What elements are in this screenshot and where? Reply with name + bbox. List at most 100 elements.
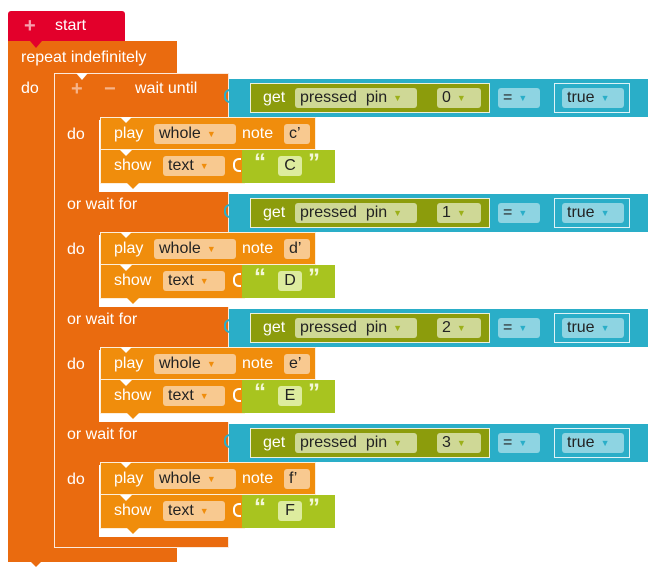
chevron-down-icon: ▼	[600, 323, 610, 333]
boolean-dropdown[interactable]: true▼	[562, 88, 624, 108]
input-connector	[224, 319, 232, 333]
sensor-block[interactable]: get pressed pin▼ 0▼	[250, 83, 490, 113]
boolean-block[interactable]: true▼	[554, 313, 630, 343]
show-label: show	[114, 272, 152, 289]
text-block[interactable]: “ D ”	[242, 265, 335, 298]
play-note-block[interactable]: play whole▼ note d’	[100, 232, 316, 265]
note-field[interactable]: e’	[284, 354, 310, 374]
do-label-1: do	[67, 126, 85, 143]
play-note-block[interactable]: play whole▼ note e’	[100, 347, 316, 380]
start-block[interactable]: + start	[8, 11, 125, 41]
play-top-notch	[120, 232, 132, 238]
boolean-dropdown[interactable]: true▼	[562, 318, 624, 338]
sensor-block[interactable]: get pressed pin▼ 2▼	[250, 313, 490, 343]
note-field[interactable]: d’	[284, 239, 310, 259]
text-field[interactable]: D	[278, 271, 302, 291]
show-type-dropdown[interactable]: text▼	[163, 501, 225, 521]
get-label: get	[263, 434, 286, 451]
note-label: note	[242, 125, 274, 142]
show-type-dropdown[interactable]: text▼	[163, 156, 225, 176]
play-note-block[interactable]: play whole▼ note f’	[100, 462, 316, 495]
get-label: get	[263, 89, 286, 106]
plus-icon[interactable]: +	[24, 15, 36, 37]
show-type-dropdown[interactable]: text▼	[163, 271, 225, 291]
operator-dropdown[interactable]: =▼	[498, 88, 540, 108]
chevron-down-icon: ▼	[206, 129, 216, 139]
input-connector	[233, 158, 241, 172]
boolean-dropdown[interactable]: true▼	[562, 203, 624, 223]
duration-dropdown[interactable]: whole▼	[154, 469, 236, 489]
close-quote-icon: ”	[308, 149, 320, 176]
close-quote-icon: ”	[308, 494, 320, 521]
minus-icon[interactable]: −	[104, 78, 116, 100]
pin-dropdown[interactable]: 3▼	[437, 433, 481, 453]
play-top-notch	[120, 347, 132, 353]
close-quote-icon: ”	[308, 264, 320, 291]
duration-dropdown[interactable]: whole▼	[154, 239, 236, 259]
input-connector	[224, 204, 232, 218]
sensor-block[interactable]: get pressed pin▼ 3▼	[250, 428, 490, 458]
text-field[interactable]: E	[278, 386, 302, 406]
or-wait-for-label-3: or wait for	[67, 426, 138, 443]
duration-dropdown[interactable]: whole▼	[154, 354, 236, 374]
operator-dropdown[interactable]: =▼	[498, 318, 540, 338]
chevron-down-icon: ▼	[199, 161, 209, 171]
chevron-down-icon: ▼	[199, 276, 209, 286]
text-field[interactable]: C	[278, 156, 302, 176]
show-bottom-notch	[127, 298, 139, 304]
text-block[interactable]: “ F ”	[242, 495, 335, 528]
text-field[interactable]: F	[278, 501, 302, 521]
input-connector	[233, 388, 241, 402]
input-connector	[233, 503, 241, 517]
play-top-notch	[120, 462, 132, 468]
pin-dropdown[interactable]: 1▼	[437, 203, 481, 223]
boolean-block[interactable]: true▼	[554, 428, 630, 458]
chevron-down-icon: ▼	[199, 391, 209, 401]
text-block[interactable]: “ E ”	[242, 380, 335, 413]
or-wait-for-label-2: or wait for	[67, 311, 138, 328]
show-block[interactable]: show text▼	[100, 380, 245, 414]
do-label-2: do	[67, 241, 85, 258]
or-wait-for-label-1: or wait for	[67, 196, 138, 213]
boolean-block[interactable]: true▼	[554, 83, 630, 113]
open-quote-icon: “	[254, 379, 266, 406]
plus-icon[interactable]: +	[71, 78, 83, 100]
operator-dropdown[interactable]: =▼	[498, 203, 540, 223]
note-field[interactable]: f’	[284, 469, 310, 489]
play-label: play	[114, 125, 144, 142]
repeat-bottom-connector	[30, 561, 42, 567]
show-bottom-notch	[127, 413, 139, 419]
show-bottom-notch	[127, 183, 139, 189]
note-label: note	[242, 240, 274, 257]
show-type-dropdown[interactable]: text▼	[163, 386, 225, 406]
pin-dropdown[interactable]: 2▼	[437, 318, 481, 338]
operator-dropdown[interactable]: =▼	[498, 433, 540, 453]
show-top-notch	[120, 265, 132, 271]
duration-dropdown[interactable]: whole▼	[154, 124, 236, 144]
chevron-down-icon: ▼	[206, 359, 216, 369]
input-connector	[224, 434, 232, 448]
boolean-dropdown[interactable]: true▼	[562, 433, 624, 453]
sensor-dropdown[interactable]: pressed pin▼	[295, 88, 417, 108]
show-label: show	[114, 502, 152, 519]
sensor-dropdown[interactable]: pressed pin▼	[295, 203, 417, 223]
start-connector	[30, 41, 42, 48]
pin-dropdown[interactable]: 0▼	[437, 88, 481, 108]
chevron-down-icon: ▼	[518, 93, 528, 103]
chevron-down-icon: ▼	[600, 438, 610, 448]
play-label: play	[114, 355, 144, 372]
sensor-dropdown[interactable]: pressed pin▼	[295, 433, 417, 453]
chevron-down-icon: ▼	[393, 323, 403, 333]
sensor-block[interactable]: get pressed pin▼ 1▼	[250, 198, 490, 228]
boolean-block[interactable]: true▼	[554, 198, 630, 228]
play-top-notch	[120, 117, 132, 123]
note-field[interactable]: c’	[284, 124, 310, 144]
play-note-block[interactable]: play whole▼ note c’	[100, 117, 316, 150]
input-connector	[233, 273, 241, 287]
get-label: get	[263, 319, 286, 336]
chevron-down-icon: ▼	[456, 323, 466, 333]
sensor-dropdown[interactable]: pressed pin▼	[295, 318, 417, 338]
text-block[interactable]: “ C ”	[242, 150, 335, 183]
close-quote-icon: ”	[308, 379, 320, 406]
chevron-down-icon: ▼	[456, 208, 466, 218]
